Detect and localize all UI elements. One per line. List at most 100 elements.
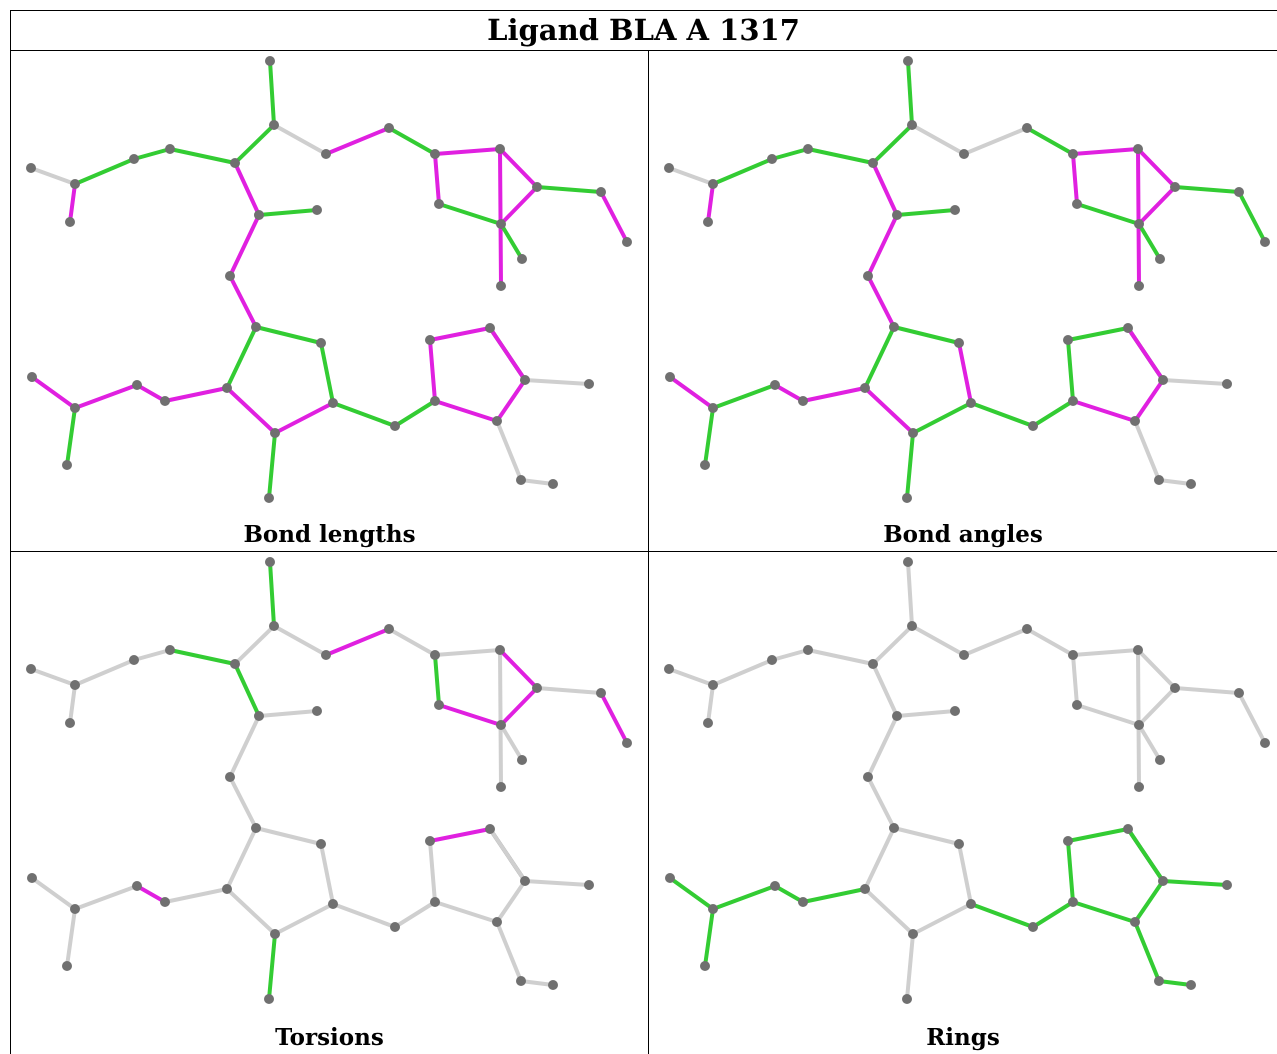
atom	[908, 428, 918, 438]
atom	[264, 994, 274, 1004]
bond	[272, 123, 328, 156]
bond	[969, 401, 1035, 428]
atom	[548, 980, 558, 990]
atom	[517, 755, 527, 765]
bond	[257, 709, 319, 718]
atom	[1158, 375, 1168, 385]
atom	[1222, 880, 1232, 890]
atom	[430, 897, 440, 907]
bond	[499, 185, 539, 226]
bond	[806, 147, 875, 165]
atom	[520, 375, 530, 385]
atom	[1222, 379, 1232, 389]
bond	[73, 658, 136, 687]
bond	[273, 401, 335, 435]
atom	[860, 884, 870, 894]
bond	[437, 202, 503, 226]
bond	[1136, 147, 1177, 189]
atom	[584, 379, 594, 389]
atom	[863, 772, 873, 782]
atom	[863, 271, 873, 281]
bond	[433, 147, 502, 156]
atom	[959, 149, 969, 159]
atom	[954, 839, 964, 849]
bond	[499, 222, 524, 261]
atom	[903, 557, 913, 567]
bond	[428, 326, 492, 342]
bond	[866, 213, 899, 278]
panel-bond-lengths: Bond lengths	[11, 51, 648, 551]
bond	[387, 627, 437, 657]
bond	[1075, 703, 1141, 727]
atom	[222, 884, 232, 894]
bond	[910, 624, 966, 657]
bond	[1075, 202, 1141, 226]
bond	[1133, 419, 1161, 482]
atom	[496, 782, 506, 792]
atom	[26, 163, 36, 173]
bond	[863, 386, 915, 435]
bond	[957, 341, 973, 405]
bond	[1071, 648, 1140, 657]
atom	[328, 899, 338, 909]
atom	[492, 917, 502, 927]
atom	[430, 650, 440, 660]
bond	[863, 887, 915, 936]
bond	[866, 714, 899, 779]
atom	[950, 205, 960, 215]
bond	[535, 185, 603, 194]
bond	[331, 902, 397, 929]
atom	[532, 182, 542, 192]
atom	[1072, 199, 1082, 209]
atom	[316, 839, 326, 849]
bond	[1025, 627, 1075, 657]
bond	[519, 478, 555, 486]
bond	[668, 876, 715, 911]
atom	[425, 836, 435, 846]
atom	[708, 680, 718, 690]
atom	[496, 281, 506, 291]
atom	[1133, 144, 1143, 154]
bond	[498, 648, 503, 789]
atom	[321, 650, 331, 660]
bond	[393, 900, 437, 929]
bond	[895, 709, 957, 718]
atom	[1260, 738, 1270, 748]
atom	[495, 645, 505, 655]
bond	[969, 902, 1035, 929]
atom	[907, 120, 917, 130]
atom	[902, 493, 912, 503]
atom	[129, 655, 139, 665]
bond	[225, 325, 258, 390]
bond	[168, 648, 237, 666]
atom	[1063, 836, 1073, 846]
bond	[1031, 399, 1075, 428]
bond	[132, 147, 172, 161]
bond	[135, 884, 167, 904]
atom	[664, 163, 674, 173]
atom	[1154, 976, 1164, 986]
bond	[773, 383, 805, 403]
bond	[1173, 185, 1241, 194]
atom	[492, 416, 502, 426]
bond	[1126, 827, 1165, 883]
bond	[68, 182, 77, 224]
atom	[485, 323, 495, 333]
panel-bond-angles: Bond angles	[649, 51, 1277, 551]
bond	[495, 879, 527, 924]
bond	[871, 123, 914, 165]
atom	[390, 421, 400, 431]
caption-bond-angles: Bond angles	[883, 521, 1043, 548]
bond	[523, 879, 591, 887]
atom	[430, 149, 440, 159]
atom	[622, 237, 632, 247]
atom	[384, 624, 394, 634]
atom	[496, 720, 506, 730]
bond	[1137, 723, 1162, 762]
atom	[1170, 683, 1180, 693]
bond	[433, 648, 502, 657]
atom	[230, 659, 240, 669]
atom	[27, 873, 37, 883]
bond	[499, 686, 539, 727]
bond	[957, 842, 973, 906]
